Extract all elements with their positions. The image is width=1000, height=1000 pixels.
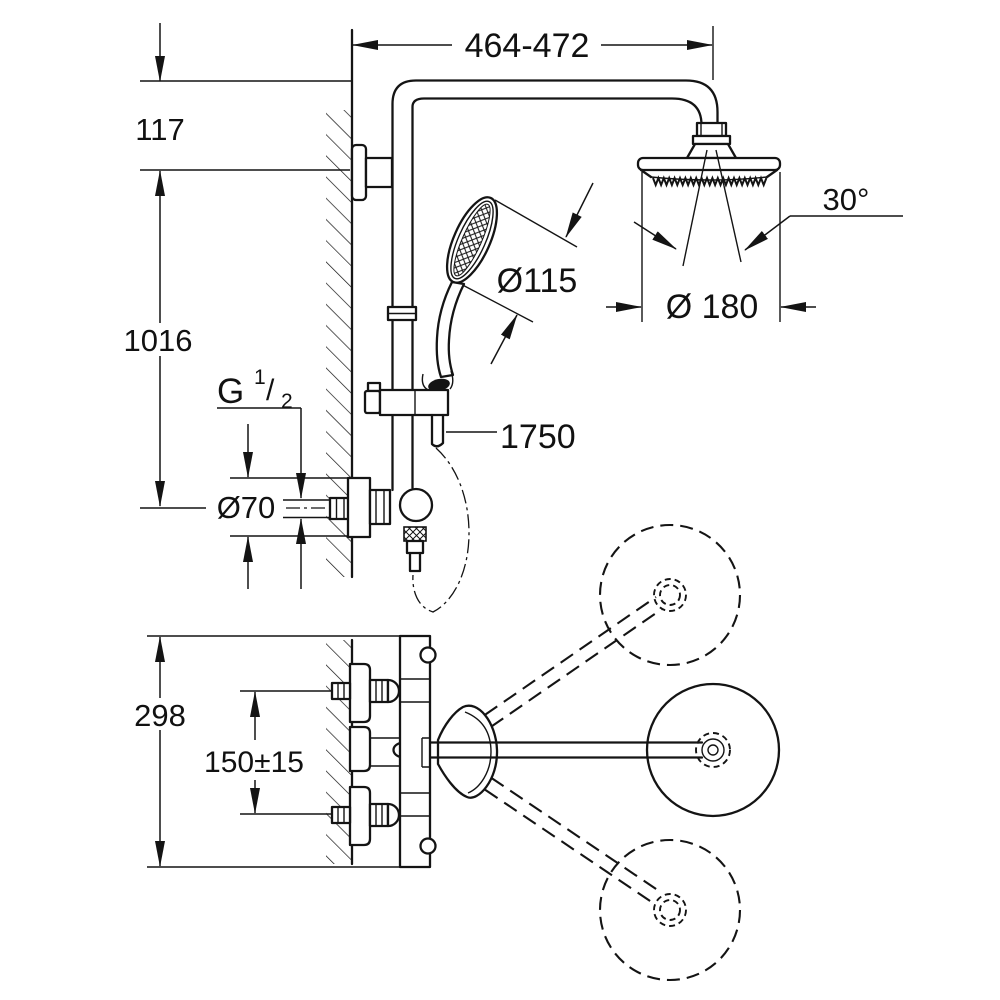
- plan-lower-inlet-bolt: [330, 805, 352, 825]
- dim-spray-angle: 30°: [823, 182, 870, 217]
- plan-view: 298 150±15: [134, 523, 781, 982]
- plan-head-position-center: [645, 682, 781, 818]
- wall-bracket-arm: [364, 156, 394, 189]
- dim-wall-offset: 117: [135, 112, 184, 147]
- dim-plan-depth: 298: [134, 698, 186, 733]
- wall-bracket-disc: [350, 143, 368, 202]
- plan-hand-shower: [436, 704, 499, 799]
- dim-escutcheon-diameter: Ø70: [217, 490, 276, 525]
- dim-inlet-spacing: 150±15: [204, 746, 304, 779]
- head-connector-cone: [685, 142, 738, 160]
- holder-knob: [363, 389, 382, 415]
- dim-hose-length: 1750: [500, 418, 576, 456]
- side-view-dimensions: 464-472 117 1016 G 1 / 2 Ø70 Ø115: [124, 23, 903, 589]
- hose-coupling-nut: [403, 526, 427, 542]
- dim-top-width: 464-472: [465, 27, 590, 65]
- hand-shower-inlet-cone: [428, 378, 450, 392]
- dim-headshower-diameter: Ø 180: [666, 288, 759, 326]
- plan-head-position-down: [446, 751, 742, 982]
- valve-escutcheon: [346, 476, 372, 539]
- hand-shower-spray-face: [453, 203, 491, 277]
- dim-handshower-diameter: Ø115: [497, 262, 578, 300]
- plan-center-escutcheon: [348, 725, 372, 773]
- plan-valve-slab: [398, 634, 432, 869]
- side-view: 464-472 117 1016 G 1 / 2 Ø70 Ø115: [124, 23, 903, 613]
- reference-lines: [140, 26, 781, 537]
- valve-union: [368, 488, 392, 526]
- head-shower: [636, 121, 782, 267]
- holder-slider-block: [378, 388, 450, 417]
- spray-angle-lines: [682, 149, 742, 267]
- head-shower-body: [636, 156, 782, 172]
- plan-wall: [326, 638, 354, 866]
- dim-thread-size: G 1 / 2: [217, 366, 293, 413]
- plan-valve-body: [330, 634, 437, 869]
- thermostat-valve: [283, 447, 470, 613]
- shower-hose: [412, 447, 470, 613]
- plan-view-dimensions: 298 150±15: [134, 636, 304, 867]
- dim-column-height: 1016: [124, 323, 193, 358]
- spray-nozzle-serration: [652, 175, 768, 188]
- plan-head-position-up: [446, 523, 742, 754]
- hose-outlet: [430, 413, 445, 448]
- hand-shower-handle: [435, 280, 466, 379]
- diverter-knob: [398, 487, 434, 523]
- plan-lower-escutcheon: [348, 785, 372, 847]
- shower-rail: [350, 79, 719, 492]
- hand-shower: [421, 196, 499, 392]
- plan-upper-escutcheon: [348, 662, 372, 724]
- shower-holder: [363, 381, 450, 448]
- plan-upper-inlet-bolt: [330, 681, 352, 701]
